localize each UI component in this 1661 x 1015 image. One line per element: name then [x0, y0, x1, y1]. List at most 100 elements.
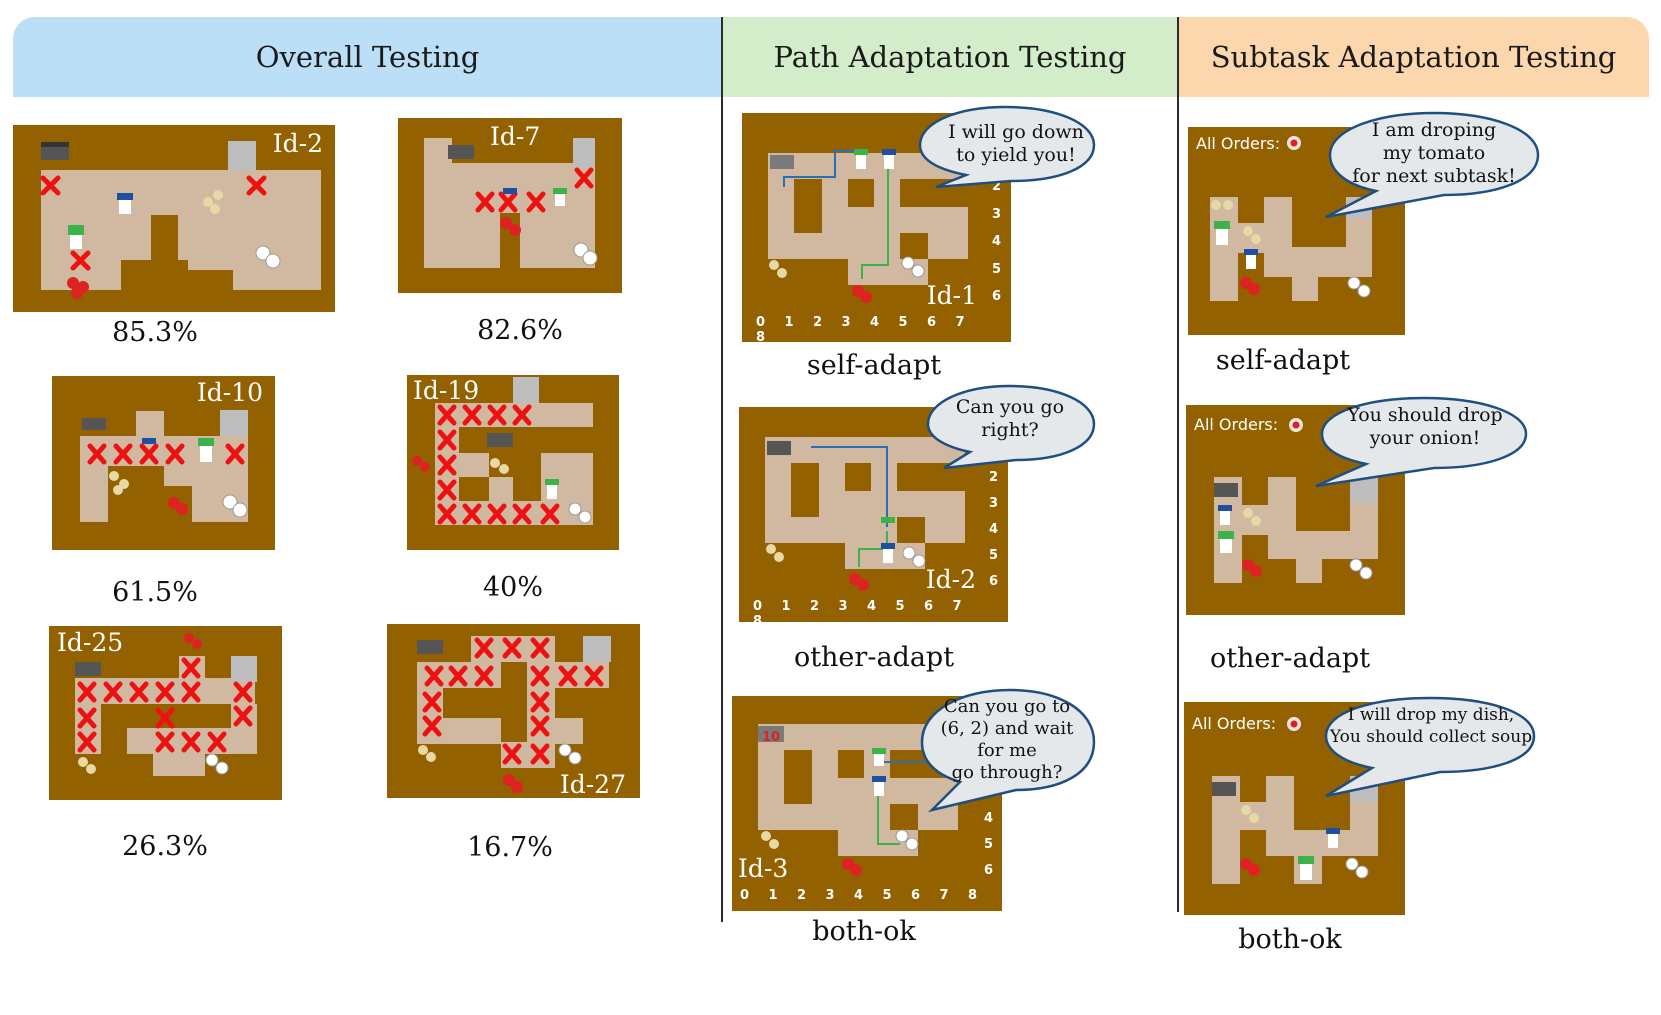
panel-id: Id-27 — [559, 770, 626, 798]
onion-icon — [769, 260, 787, 278]
dish-icon — [255, 245, 281, 269]
layout-panel-id-2: Id-2 — [13, 125, 335, 312]
dish-icon — [205, 753, 229, 775]
dish-icon — [222, 494, 248, 518]
subtask-layout-2 — [1214, 418, 1378, 583]
chef-green-icon — [553, 188, 567, 206]
stove-icon — [75, 662, 101, 676]
tomato-icon — [1240, 858, 1260, 876]
blocked-x-icon — [422, 637, 604, 765]
blocked-x-icon — [87, 443, 245, 465]
score-id-10: 61.5% — [112, 577, 198, 608]
chef-green-icon — [872, 748, 886, 766]
tomato-icon — [1240, 277, 1260, 295]
kitchen-layout-id-7 — [424, 138, 598, 268]
panel-id: Id-2 — [925, 565, 976, 594]
tomato-icon — [412, 456, 430, 472]
dish-icon — [895, 829, 919, 851]
panel-id: Id-25 — [57, 628, 124, 657]
panel-id: Id-10 — [196, 378, 263, 407]
serving-counter-icon — [513, 377, 539, 403]
layout-panel-id-25: Id-25 — [49, 626, 282, 800]
score-id-19: 40% — [482, 572, 543, 603]
dish-icon — [902, 546, 926, 568]
chef-green-icon — [854, 149, 868, 169]
chef-blue-icon — [872, 776, 886, 796]
chef-green-icon — [1218, 531, 1234, 553]
score-id-25: 26.3% — [122, 831, 208, 862]
panel-id: Id-1 — [926, 281, 977, 310]
divider-right — [1177, 17, 1179, 912]
path-layout-3 — [758, 724, 958, 876]
caption-both-ok: both-ok — [1238, 924, 1342, 955]
chef-blue-icon — [142, 438, 156, 444]
path-layout-2 — [765, 437, 965, 591]
orders-label: All Orders: — [1192, 714, 1277, 733]
blocked-x-icon — [40, 175, 267, 271]
tomato-icon — [503, 774, 523, 793]
stove-icon — [1212, 782, 1236, 796]
header-overall-testing: Overall Testing — [13, 17, 722, 97]
chef-blue-icon — [1326, 828, 1340, 848]
dish-icon — [1345, 857, 1369, 879]
path-blue-arrow — [811, 446, 888, 527]
tomato-icon — [842, 858, 862, 876]
serving-counter-icon — [228, 141, 256, 171]
chef-blue-icon — [881, 543, 895, 563]
stove-icon — [487, 433, 513, 447]
stove-icon — [448, 145, 474, 159]
serving-counter-icon — [573, 138, 595, 168]
layout-panel-id-10: Id-10 — [52, 376, 275, 550]
panel-id: Id-19 — [413, 376, 480, 405]
chef-blue-icon — [1244, 249, 1258, 269]
panel-id: Id-2 — [272, 129, 323, 158]
caption-other-adapt: other-adapt — [793, 642, 955, 673]
kitchen-layout-id-2 — [40, 141, 321, 299]
onion-icon — [1243, 508, 1261, 526]
blocked-x-icon — [475, 167, 594, 213]
score-id-27: 16.7% — [467, 832, 553, 863]
panel-id: Id-3 — [738, 854, 789, 883]
subtask-layout-1 — [1210, 136, 1372, 301]
onion-icon — [109, 471, 129, 495]
serving-counter-icon — [231, 656, 257, 682]
serving-counter-icon — [220, 410, 248, 436]
chef-blue-icon — [117, 193, 133, 214]
speech-bubble-icon: I will drop my dish,You should collect s… — [1312, 694, 1538, 800]
chef-blue-icon — [503, 188, 517, 194]
orders-label: All Orders: — [1194, 415, 1279, 434]
stove-icon — [770, 155, 794, 169]
kitchen-layout-id-27 — [417, 636, 611, 793]
score-id-7: 82.6% — [477, 315, 563, 346]
kitchen-layout-id-25 — [75, 633, 257, 776]
blocked-x-icon — [437, 404, 560, 525]
tomato-icon — [168, 497, 188, 515]
tomato-icon — [852, 285, 872, 303]
onion-icon — [766, 544, 784, 562]
dish-icon — [1347, 276, 1371, 298]
score-id-2: 85.3% — [112, 317, 198, 348]
layout-panel-id-7: Id-7 — [398, 118, 622, 293]
stove-icon — [758, 726, 784, 742]
dish-icon — [573, 242, 598, 266]
caption-self-adapt: self-adapt — [1215, 345, 1351, 376]
timer-counter: 10 — [762, 730, 781, 745]
onion-icon — [78, 757, 96, 774]
caption-other-adapt: other-adapt — [1209, 643, 1371, 674]
tomato-icon — [849, 573, 869, 591]
header-path-adaptation-testing: Path Adaptation Testing — [722, 17, 1178, 97]
layout-panel-id-19: Id-19 — [407, 375, 619, 550]
subtask-layout-3 — [1212, 717, 1378, 884]
dish-icon — [901, 256, 925, 278]
